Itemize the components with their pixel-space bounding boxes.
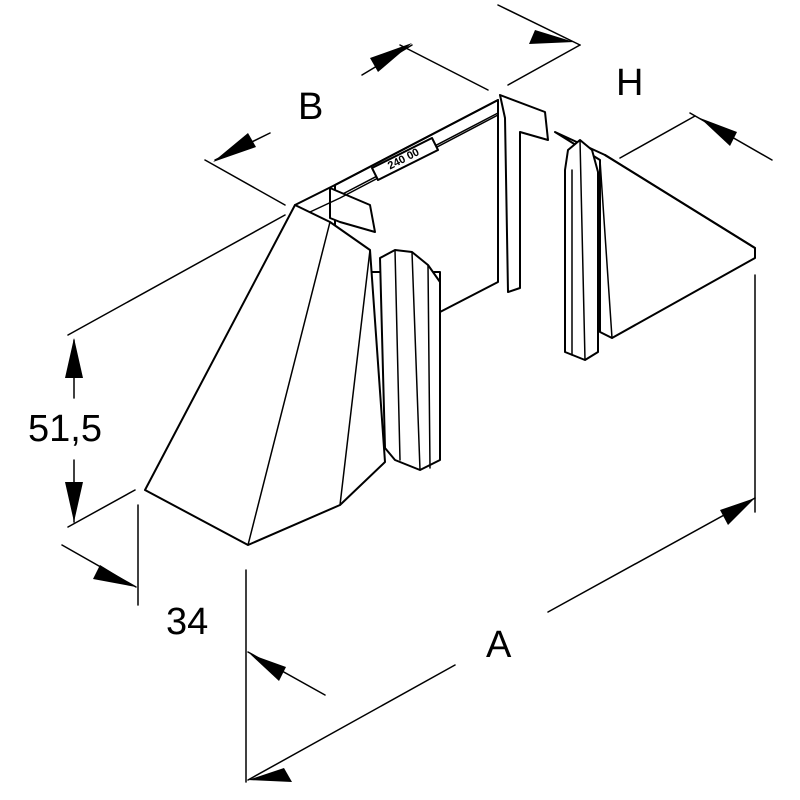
left-end-wall: [144, 204, 386, 546]
dim-depth-arrow-left: [93, 565, 136, 587]
dim-depth-arrow-right: [250, 654, 286, 681]
dim-b-ext-right: [399, 44, 489, 91]
dim-b-arrow-right: [370, 43, 412, 72]
dim-h-line-top: [507, 44, 581, 86]
dim-a-arrow-left: [248, 768, 292, 782]
right-groove-profile: [564, 139, 599, 361]
dim-h-line-bottom: [619, 115, 696, 159]
top-strip-inner: [309, 114, 499, 213]
dim-height-ext-bottom: [67, 489, 136, 528]
dim-depth-label: 34: [166, 601, 209, 643]
right-end-fold: [599, 159, 613, 339]
dim-height-arrow-top: [65, 338, 83, 378]
dim-height-ext-top: [67, 214, 286, 336]
marking-plate: [371, 137, 439, 181]
dim-height: [65, 214, 286, 528]
left-groove-line: [411, 251, 421, 471]
dim-b-label: B: [298, 86, 324, 128]
left-end-fold: [247, 221, 331, 546]
dim-depth: [61, 504, 326, 783]
dim-a-line-left: [247, 664, 456, 781]
left-top-tab: [329, 187, 376, 233]
dim-a-arrow-right: [720, 498, 755, 525]
dim-h-arrow-top: [529, 30, 574, 44]
left-groove-line-3: [394, 249, 401, 461]
part-body: 240 00: [144, 94, 756, 546]
right-rear-pillar: [499, 94, 549, 293]
dim-h-ext-top: [497, 4, 581, 46]
dim-b-ext-left: [204, 159, 286, 206]
left-end-inner-fold: [339, 249, 371, 506]
left-groove-line-2: [427, 264, 431, 469]
dim-h: [497, 4, 773, 161]
dim-height-arrow-bottom: [65, 482, 83, 522]
dim-a: [247, 274, 756, 782]
dim-b-arrow-left: [213, 133, 256, 162]
right-end-top-edge: [604, 154, 756, 249]
dim-a-line-right: [547, 497, 756, 613]
dim-height-label: 51,5: [28, 408, 102, 450]
left-groove-profile: [379, 249, 441, 471]
dim-b: [204, 43, 489, 206]
dim-h-arrow-bottom: [700, 118, 737, 146]
right-groove-line: [579, 139, 586, 361]
dim-a-label: A: [486, 624, 512, 666]
top-strip: [294, 99, 499, 206]
dim-h-label: H: [616, 62, 644, 104]
